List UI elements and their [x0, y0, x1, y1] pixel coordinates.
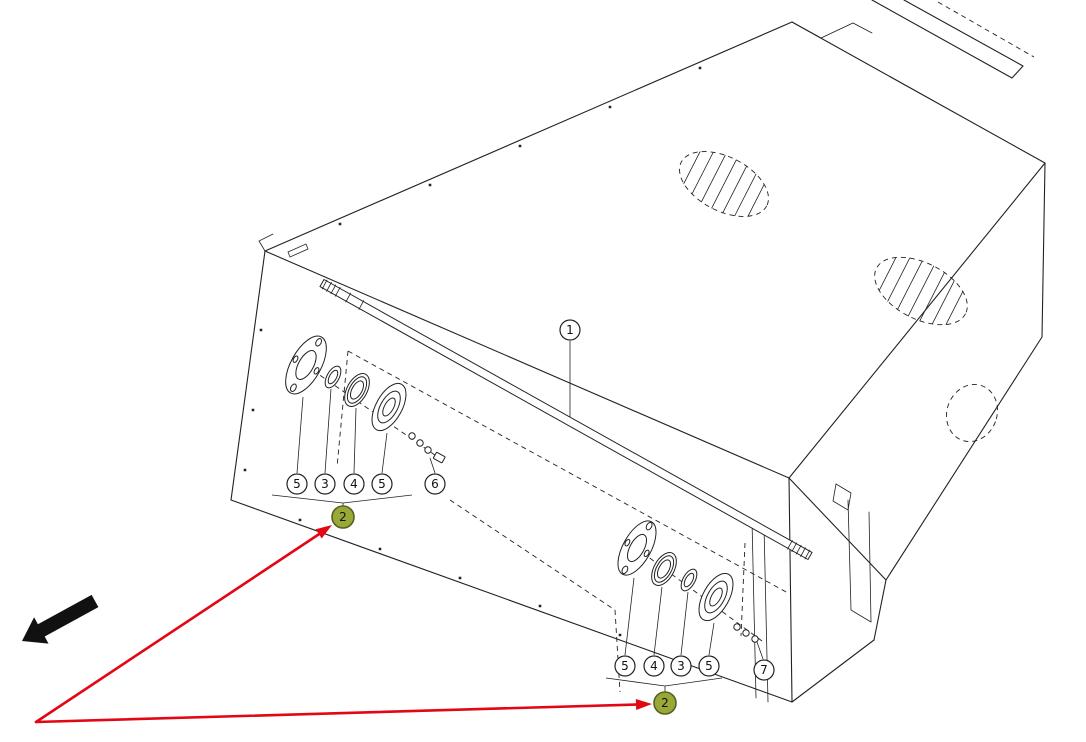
flange-plate — [285, 335, 327, 395]
callout-3-right: 3 — [670, 655, 692, 677]
callout-number: 3 — [677, 659, 685, 673]
drive-shaft — [319, 278, 813, 561]
callout-number: 5 — [705, 659, 713, 673]
callout-circle — [698, 655, 720, 677]
callout-circle — [424, 473, 446, 495]
shaft-spline-left — [321, 279, 365, 310]
callout-circle — [614, 655, 636, 677]
callout-4-left: 4 — [343, 473, 365, 495]
top-opening-left — [679, 151, 769, 217]
top-opening-right — [874, 256, 968, 326]
callout-number: 4 — [650, 659, 658, 673]
callout-5-right-2: 5 — [698, 655, 720, 677]
callout-number: 4 — [350, 477, 358, 491]
flange-plate — [617, 520, 657, 576]
callout-number: 3 — [321, 477, 329, 491]
flange-bearing — [698, 572, 734, 622]
red-arrow-line-left — [34, 532, 322, 724]
callout-circle — [343, 473, 365, 495]
callout-1: 1 — [559, 319, 581, 341]
shaft-spline-right — [787, 540, 811, 560]
highlight-callout-2-left[interactable]: 2 — [331, 505, 355, 529]
callout-4-right: 4 — [643, 655, 665, 677]
red-arrow-line-right — [34, 703, 639, 724]
frame-hidden-lines — [336, 1, 1035, 693]
highlight-callout-2-right[interactable]: 2 — [653, 691, 677, 715]
red-arrowhead-left — [315, 525, 332, 539]
end-panel-port — [946, 383, 998, 443]
callout-5-left-2: 5 — [371, 473, 393, 495]
bearing — [651, 552, 677, 586]
callout-circle — [559, 319, 581, 341]
callout-number: 5 — [621, 659, 629, 673]
bearing — [344, 373, 370, 407]
fasteners — [733, 623, 759, 643]
callout-number: 2 — [661, 696, 669, 710]
callout-number: 6 — [431, 477, 439, 491]
callout-5-right-1: 5 — [614, 655, 636, 677]
callout-number: 1 — [566, 323, 574, 337]
direction-arrow-icon — [22, 594, 99, 644]
red-arrowhead-right — [635, 699, 652, 710]
machine-frame — [230, 0, 1046, 703]
callout-circle — [753, 659, 775, 681]
callout-7: 7 — [753, 659, 775, 681]
callout-circle — [286, 473, 308, 495]
callout-circle — [670, 655, 692, 677]
callout-circle — [643, 655, 665, 677]
red-pointer-arrows — [34, 525, 652, 724]
group-bracket — [605, 677, 723, 692]
callout-3-left: 3 — [314, 473, 336, 495]
callout-6: 6 — [424, 473, 446, 495]
group-bracket — [271, 494, 413, 506]
highlight-circle — [653, 691, 677, 715]
callout-number: 5 — [378, 477, 386, 491]
callout-number: 2 — [339, 510, 347, 524]
flange-bearing — [371, 382, 407, 432]
bearing-group-right — [605, 520, 764, 692]
callout-number: 5 — [293, 477, 301, 491]
fasteners — [408, 432, 446, 464]
highlight-circle — [331, 505, 355, 529]
bearing-group-left — [271, 335, 446, 506]
callout-circle — [314, 473, 336, 495]
callout-5-left-1: 5 — [286, 473, 308, 495]
spacer-ring — [680, 568, 698, 592]
spacer-ring — [324, 365, 342, 389]
callout-number: 7 — [760, 663, 768, 677]
callout-circle — [371, 473, 393, 495]
